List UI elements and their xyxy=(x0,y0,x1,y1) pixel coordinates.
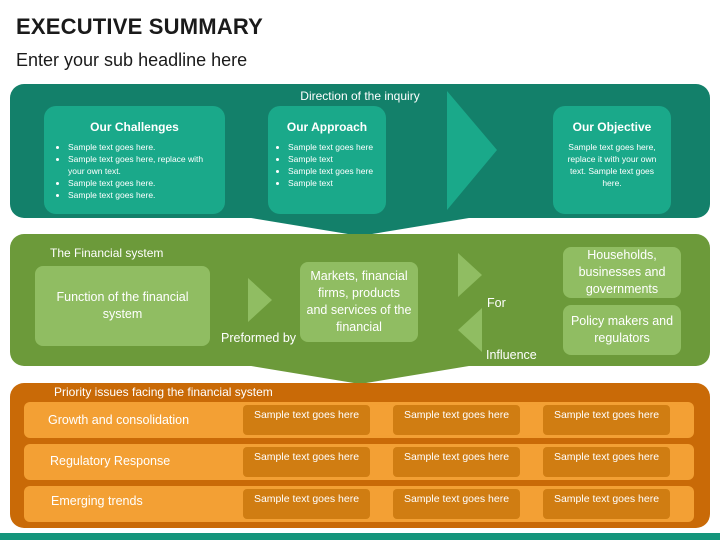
approach-item: Sample text goes here xyxy=(288,166,380,178)
function-box: Function of the financial system xyxy=(35,266,210,346)
priority-cell: Sample text goes here xyxy=(243,405,370,435)
priority-row-label: Emerging trends xyxy=(51,494,143,508)
priority-row: Regulatory Response Sample text goes her… xyxy=(24,444,694,480)
preformed-arrow-icon xyxy=(248,278,272,322)
priority-cell: Sample text goes here xyxy=(543,405,670,435)
priority-cell: Sample text goes here xyxy=(543,447,670,477)
challenges-item: Sample text goes here. xyxy=(68,178,215,190)
priority-cell: Sample text goes here xyxy=(243,447,370,477)
challenges-item: Sample text goes here, replace with your… xyxy=(68,154,215,178)
markets-box-text: Markets, financial firms, products and s… xyxy=(306,269,412,334)
approach-title: Our Approach xyxy=(286,120,368,134)
inquiry-caption: Direction of the inquiry xyxy=(300,89,420,103)
footer-bar xyxy=(0,533,720,540)
challenges-item: Sample text goes here. xyxy=(68,142,215,154)
priority-row: Emerging trends Sample text goes here Sa… xyxy=(24,486,694,522)
policy-box: Policy makers and regulators xyxy=(563,305,681,355)
challenges-list: Sample text goes here. Sample text goes … xyxy=(54,142,215,201)
inquiry-down-pointer xyxy=(245,217,475,236)
priority-cell: Sample text goes here xyxy=(543,489,670,519)
challenges-card: Our Challenges Sample text goes here. Sa… xyxy=(44,106,225,214)
priority-row-label: Growth and consolidation xyxy=(48,413,190,427)
influence-label: Influence xyxy=(486,348,537,362)
priority-cell: Sample text goes here xyxy=(393,489,520,519)
approach-item: Sample text xyxy=(288,154,380,166)
priority-caption: Priority issues facing the financial sys… xyxy=(54,385,273,399)
for-label: For xyxy=(487,296,506,310)
for-arrow-icon xyxy=(458,253,482,297)
approach-list: Sample text goes here Sample text Sample… xyxy=(274,142,380,190)
influence-arrow-icon xyxy=(458,308,482,352)
priority-row-label: Regulatory Response xyxy=(50,454,171,468)
page-title: EXECUTIVE SUMMARY xyxy=(16,14,264,39)
inquiry-chevron-arrow-icon xyxy=(447,91,497,210)
households-box: Households, businesses and governments xyxy=(563,247,681,298)
objective-text: Sample text goes here, replace it with y… xyxy=(567,142,657,188)
preformed-by-label: Preformed by xyxy=(221,331,297,345)
priority-row: Growth and consolidation Sample text goe… xyxy=(24,402,694,438)
function-box-text: Function of the financial system xyxy=(56,290,189,321)
challenges-title: Our Challenges xyxy=(90,120,179,134)
policy-box-text: Policy makers and regulators xyxy=(570,314,674,345)
approach-item: Sample text goes here xyxy=(288,142,380,154)
markets-box: Markets, financial firms, products and s… xyxy=(300,262,418,342)
households-box-text: Households, businesses and governments xyxy=(578,248,666,296)
priority-cell: Sample text goes here xyxy=(243,489,370,519)
approach-item: Sample text xyxy=(288,178,380,190)
page-subtitle: Enter your sub headline here xyxy=(16,50,248,70)
priority-cell: Sample text goes here xyxy=(393,405,520,435)
objective-card: Our Objective Sample text goes here, rep… xyxy=(553,106,671,214)
financial-down-pointer xyxy=(245,365,475,384)
priority-cell: Sample text goes here xyxy=(393,447,520,477)
approach-card: Our Approach Sample text goes here Sampl… xyxy=(268,106,386,214)
financial-caption: The Financial system xyxy=(50,246,164,260)
challenges-item: Sample text goes here. xyxy=(68,190,215,202)
objective-title: Our Objective xyxy=(572,120,652,134)
